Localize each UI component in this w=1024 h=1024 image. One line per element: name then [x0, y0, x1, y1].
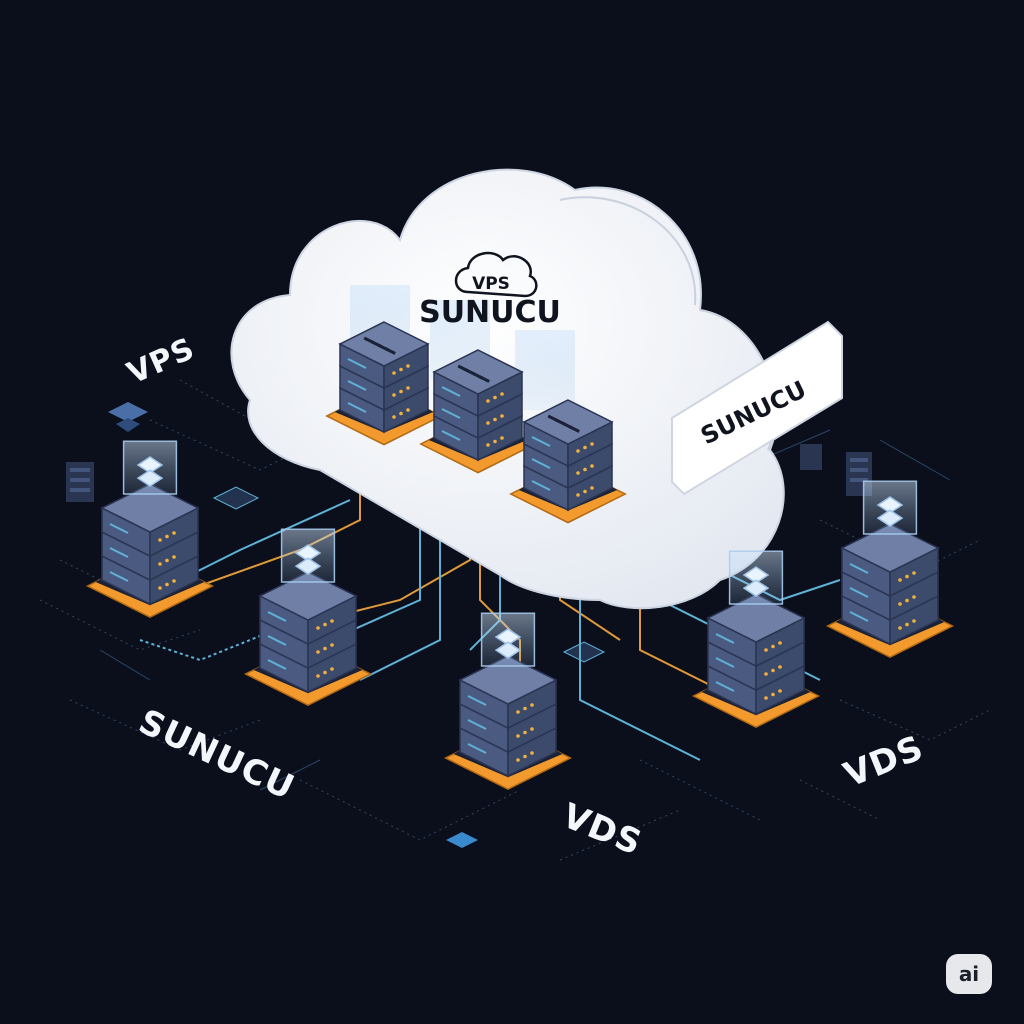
- servers: [85, 321, 955, 791]
- chip-icon: [562, 641, 606, 663]
- cloud-server-1: [325, 321, 443, 446]
- chip-icon: [108, 402, 148, 422]
- mini-server-icon: [800, 444, 822, 470]
- server-mid-right: [691, 550, 821, 729]
- server-mid-left: [243, 528, 373, 707]
- cloud-badge-text: VPS: [472, 274, 510, 294]
- vps-cloud-icon: [454, 251, 538, 298]
- label-vps: VPS: [122, 331, 200, 391]
- ai-badge: ai: [946, 954, 992, 994]
- server-right: [825, 480, 955, 659]
- background-traces: [39, 379, 991, 861]
- server-center: [443, 612, 573, 791]
- chip-icon: [446, 832, 478, 848]
- cloud-server-2: [419, 349, 537, 474]
- chip-icon: [212, 486, 260, 510]
- cloud-logo: VPS SUNUCU: [419, 251, 561, 330]
- label-vds-right: VDS: [838, 728, 929, 796]
- cloud-title: SUNUCU: [419, 295, 561, 330]
- label-sunucu: SUNUCU: [133, 702, 301, 809]
- label-vds-center: VDS: [557, 796, 648, 864]
- server-left: [85, 440, 215, 619]
- cloud-server-3: [509, 399, 627, 524]
